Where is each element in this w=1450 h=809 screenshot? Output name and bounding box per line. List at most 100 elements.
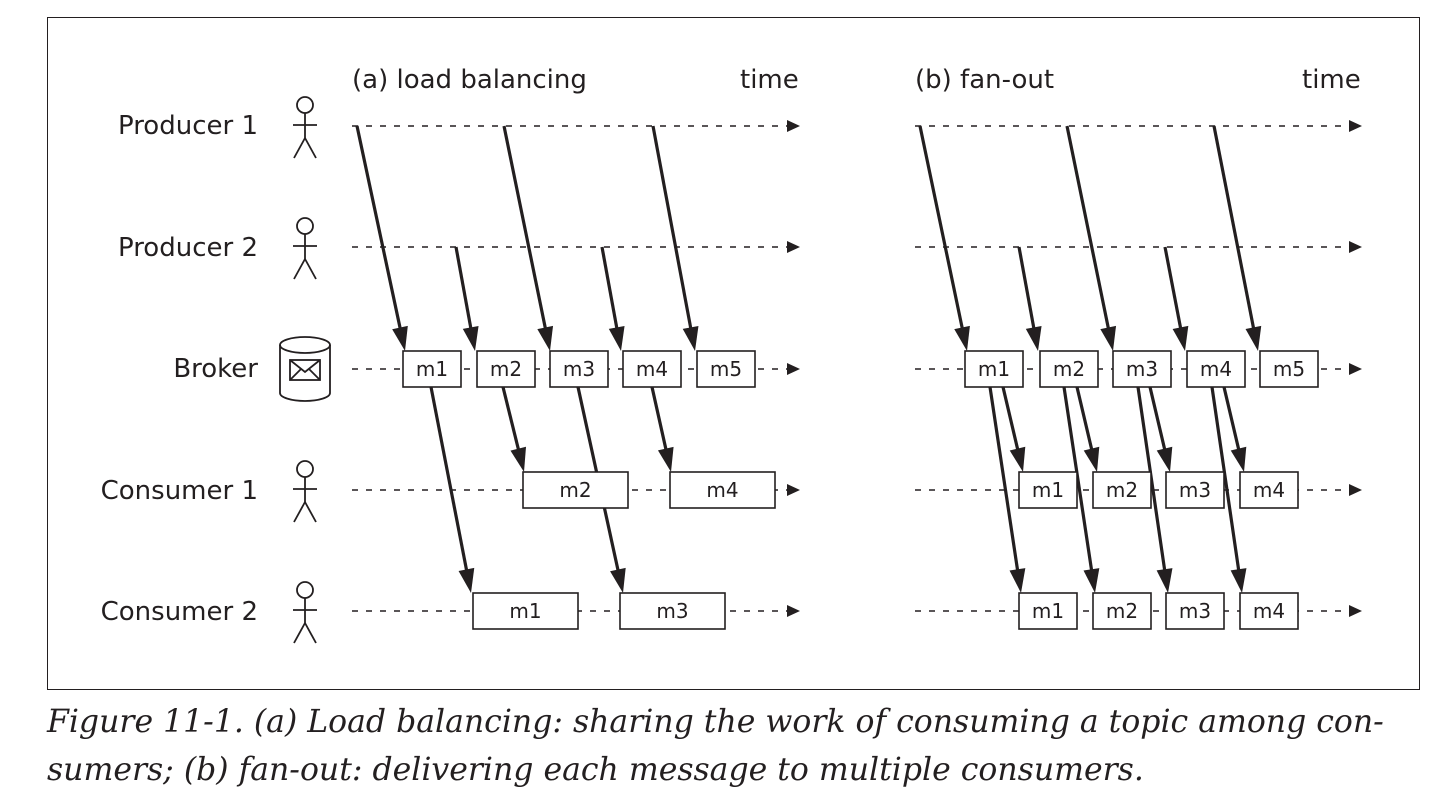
panel-b-broker-box-m3 [1112, 350, 1172, 388]
panel-a-arrow-m1-consumer-2 [429, 386, 469, 572]
panel-b-consumer-1-box-m1 [1018, 471, 1078, 509]
envelope-fold-right [308, 368, 321, 381]
figure-caption: Figure 11-1. (a) Load balancing: sharing… [47, 698, 1427, 794]
producer-2-person-icon-right-leg [304, 258, 317, 280]
caption-line-1: Figure 11-1. (a) Load balancing: sharing… [47, 704, 1384, 740]
producer-1-person-icon-left-leg [293, 137, 306, 159]
panel-b-arrow-m2-consumer-2 [1062, 386, 1094, 572]
producer-2-person-icon-head [296, 217, 314, 235]
panel-a-broker-box-m3-label: m3 [563, 357, 595, 381]
panel-b-arrow-p1-m5 [1212, 125, 1256, 330]
panel-a-consumer-1-box-m2 [522, 471, 629, 509]
panel-b-broker-box-m3-label: m3 [1126, 357, 1158, 381]
envelope-flap [289, 359, 321, 374]
panel-a-consumer-2-box-m3 [619, 592, 726, 630]
lane-label-broker: Broker [173, 354, 258, 384]
panel-b-arrow-p1-m3 [1065, 125, 1111, 330]
panel-b-consumer-2-box-m3-label: m3 [1179, 599, 1211, 623]
panel-b-arrow-p2-m2-head [1025, 325, 1042, 351]
consumer-1-person-icon-right-leg [304, 501, 317, 523]
timeline-arrowhead-b-lane-5 [1349, 605, 1362, 617]
panel-a-broker-box-m2 [476, 350, 536, 388]
consumer-2-person-icon-head [296, 581, 314, 599]
panel-b-consumer-1-box-m1-label: m1 [1032, 478, 1064, 502]
panel-b-consumer-2-box-m4 [1239, 592, 1299, 630]
consumer-2-person-icon-right-leg [304, 622, 317, 644]
panel-b-time-label: time [1302, 65, 1361, 95]
producer-2-person-icon-left-leg [293, 258, 306, 280]
consumer-1-person-icon-left-leg [293, 501, 306, 523]
panel-a-arrow-m2-consumer-1 [501, 386, 521, 452]
panel-a-arrow-p1-m3 [502, 125, 548, 330]
panel-b-broker-box-m5 [1259, 350, 1319, 388]
timeline-arrowhead-b-lane-4 [1349, 484, 1362, 496]
panel-a-broker-box-m1-label: m1 [416, 357, 448, 381]
panel-a-arrow-p2-m2 [454, 246, 473, 330]
caption-line-2: sumers; (b) fan-out: delivering each mes… [47, 752, 1144, 788]
panel-a-arrow-p1-m5 [651, 125, 693, 330]
panel-a-arrow-p1-m1-head [392, 325, 408, 351]
panel-b-broker-box-m2 [1039, 350, 1099, 388]
panel-a-arrow-p1-m1 [355, 125, 402, 330]
panel-a-arrow-m1-consumer-2-head [458, 567, 475, 593]
panel-a-arrow-p2-m2-head [462, 325, 479, 351]
panel-a-arrow-p2-m4-head [608, 325, 625, 351]
panel-a-arrow-m4-consumer-1-head [657, 446, 674, 472]
panel-b-arrow-m1-consumer-2-head [1009, 568, 1026, 593]
panel-b-arrow-m4-consumer-2-head [1230, 568, 1247, 593]
panel-a-consumer-1-box-m4-label: m4 [706, 478, 738, 502]
panel-a-title: (a) load balancing [352, 65, 587, 95]
panel-b-arrow-p1-m1 [918, 125, 965, 330]
panel-b-arrow-p1-m3-head [1100, 325, 1117, 351]
panel-a-arrow-p2-m4 [600, 246, 619, 330]
panel-b-arrow-m3-consumer-1 [1148, 386, 1167, 451]
broker-mailbox-icon [279, 336, 331, 402]
panel-b-arrow-m2-consumer-2-head [1083, 568, 1100, 593]
panel-a-arrow-p1-m5-head [682, 325, 699, 351]
panel-b-consumer-2-box-m1-label: m1 [1032, 599, 1064, 623]
timeline-arrowhead-b-lane-3 [1349, 363, 1362, 375]
panel-b-arrow-p1-m5-head [1245, 325, 1262, 351]
panel-a-broker-box-m3 [549, 350, 609, 388]
figure-frame [47, 17, 1420, 690]
timeline-arrowhead-b-lane-2 [1349, 241, 1362, 253]
panel-b-consumer-1-box-m2 [1092, 471, 1152, 509]
panel-b-broker-box-m1 [964, 350, 1024, 388]
panel-b-consumer-1-box-m3 [1165, 471, 1225, 509]
panel-b-arrow-m3-consumer-2-head [1156, 568, 1173, 593]
timeline-arrowhead-a-lane-1 [787, 120, 800, 132]
panel-b-title: (b) fan-out [915, 65, 1054, 95]
panel-b-arrow-m3-consumer-1-head [1156, 446, 1173, 472]
consumer-2-person-icon [293, 581, 317, 644]
panel-a-broker-box-m4-label: m4 [636, 357, 668, 381]
panel-b-consumer-2-box-m2 [1092, 592, 1152, 630]
lane-label-producer-2: Producer 2 [118, 233, 258, 263]
message-flows [355, 125, 1262, 593]
timeline-arrowhead-a-lane-5 [787, 605, 800, 617]
panel-a-consumer-2-box-m1 [472, 592, 579, 630]
timeline-arrowhead-a-lane-2 [787, 241, 800, 253]
panel-a-arrow-m4-consumer-1 [650, 386, 668, 451]
panel-b-arrow-m1-consumer-2 [988, 386, 1020, 572]
panel-a-broker-box-m4 [622, 350, 682, 388]
consumer-1-person-icon-head [296, 460, 314, 478]
panel-b-consumer-2-box-m2-label: m2 [1106, 599, 1138, 623]
panel-b-arrow-m1-consumer-1-head [1009, 446, 1026, 472]
panel-b-arrow-p1-m1-head [954, 325, 970, 351]
producer-1-person-icon-right-leg [304, 137, 317, 159]
panel-a-consumer-1-box-m4 [669, 471, 776, 509]
panel-a-broker-box-m5 [696, 350, 756, 388]
panel-b-arrow-m2-consumer-1 [1075, 386, 1094, 451]
envelope-icon [289, 359, 321, 381]
panel-a-arrow-m3-consumer-2-head [610, 567, 626, 593]
panel-a-consumer-2-box-m3-label: m3 [656, 599, 688, 623]
panel-b-broker-box-m5-label: m5 [1273, 357, 1305, 381]
panel-b-consumer-2-box-m4-label: m4 [1253, 599, 1285, 623]
panel-b-arrow-m1-consumer-1 [1001, 386, 1020, 451]
panel-b-arrow-m4-consumer-2 [1210, 386, 1241, 572]
producer-2-person-icon [293, 217, 317, 280]
panel-b-consumer-1-box-m4-label: m4 [1253, 478, 1285, 502]
consumer-1-person-icon [293, 460, 317, 523]
